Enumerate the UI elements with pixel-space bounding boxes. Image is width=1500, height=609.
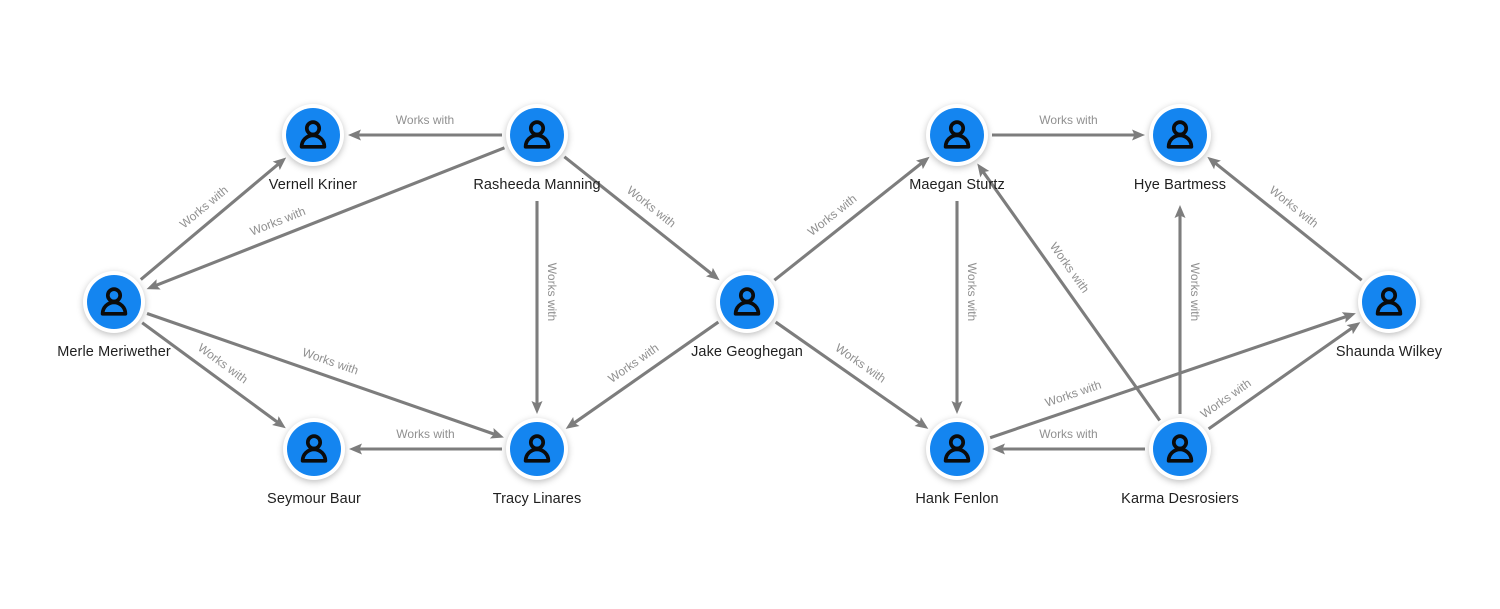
arrowhead-icon — [348, 129, 361, 141]
person-icon — [943, 120, 971, 149]
arrowhead-icon — [531, 401, 543, 414]
arrowhead-icon — [349, 443, 362, 455]
edge-label: Works with — [396, 427, 454, 441]
node-label-maegan: Maegan Sturtz — [909, 177, 1005, 193]
edge-label: Works with — [1039, 427, 1097, 441]
graph-node-tracy[interactable] — [506, 418, 568, 480]
person-avatar — [286, 108, 340, 162]
edge-label: Works with — [396, 113, 454, 127]
graph-node-shaunda[interactable] — [1358, 271, 1420, 333]
arrowhead-icon — [272, 416, 286, 429]
graph-node-rasheeda[interactable] — [506, 104, 568, 166]
graph-node-jake[interactable] — [716, 271, 778, 333]
edge-line[interactable] — [981, 170, 1161, 422]
person-icon — [1166, 434, 1194, 463]
edge-label: Works with — [1039, 113, 1097, 127]
graph-edge-rasheeda-tracy[interactable]: Works with — [531, 201, 560, 414]
person-icon — [523, 434, 551, 463]
edge-label: Works with — [1188, 263, 1202, 321]
arrowhead-icon — [1207, 156, 1221, 170]
arrowhead-icon — [272, 157, 287, 171]
arrowhead-icon — [1174, 205, 1186, 218]
arrowhead-icon — [1346, 322, 1361, 335]
person-avatar — [1153, 108, 1207, 162]
person-avatar — [510, 422, 564, 476]
graph-node-hank[interactable] — [926, 418, 988, 480]
node-label-hye: Hye Bartmess — [1133, 177, 1227, 193]
arrowhead-icon — [146, 279, 161, 290]
graph-edge-karma-hye[interactable]: Works with — [1174, 205, 1203, 414]
person-icon — [943, 434, 971, 463]
person-avatar — [930, 108, 984, 162]
edge-line[interactable] — [774, 320, 922, 425]
edge-line[interactable] — [773, 161, 923, 282]
graph-node-hye[interactable] — [1149, 104, 1211, 166]
edge-line[interactable] — [146, 312, 496, 436]
graph-node-seymour[interactable] — [283, 418, 345, 480]
graph-edge-maegan-hank[interactable]: Works with — [951, 201, 980, 414]
arrowhead-icon — [914, 416, 929, 429]
arrowhead-icon — [916, 156, 930, 170]
arrowhead-icon — [951, 401, 963, 414]
edge-line[interactable] — [1214, 161, 1363, 282]
node-label-vernell: Vernell Kriner — [268, 177, 358, 193]
person-icon — [100, 287, 128, 316]
graph-node-karma[interactable] — [1149, 418, 1211, 480]
person-avatar — [1153, 422, 1207, 476]
person-avatar — [87, 275, 141, 329]
person-avatar — [720, 275, 774, 329]
graph-edge-rasheeda-vernell[interactable]: Works with — [348, 113, 502, 141]
edge-line[interactable] — [989, 315, 1347, 440]
arrowhead-icon — [992, 443, 1005, 455]
edge-label: Works with — [965, 263, 979, 321]
node-label-merle: Merle Meriwether — [57, 344, 171, 360]
arrowhead-icon — [489, 428, 504, 439]
edge-line[interactable] — [155, 146, 506, 287]
arrowhead-icon — [706, 267, 720, 281]
person-icon — [733, 287, 761, 316]
graph-edge-karma-hank[interactable]: Works with — [992, 427, 1145, 455]
edge-line[interactable] — [572, 320, 720, 425]
person-icon — [523, 120, 551, 149]
edge-label: Works with — [545, 263, 559, 321]
graph-node-maegan[interactable] — [926, 104, 988, 166]
node-label-karma: Karma Desrosiers — [1121, 491, 1239, 507]
node-label-seymour: Seymour Baur — [267, 491, 361, 507]
node-label-shaunda: Shaunda Wilkey — [1335, 344, 1443, 360]
graph-node-vernell[interactable] — [282, 104, 344, 166]
arrowhead-icon — [1132, 129, 1145, 141]
graph-edge-tracy-seymour[interactable]: Works with — [349, 427, 502, 455]
graph-node-merle[interactable] — [83, 271, 145, 333]
person-avatar — [510, 108, 564, 162]
node-label-hank: Hank Fenlon — [915, 491, 999, 507]
arrowhead-icon — [977, 163, 990, 178]
edge-line[interactable] — [1207, 326, 1354, 431]
person-icon — [299, 120, 327, 149]
person-icon — [300, 434, 328, 463]
edge-line[interactable] — [141, 321, 279, 424]
person-icon — [1375, 287, 1403, 316]
node-label-jake: Jake Geoghegan — [691, 344, 803, 360]
person-avatar — [1362, 275, 1416, 329]
node-label-rasheeda: Rasheeda Manning — [473, 177, 601, 193]
arrowhead-icon — [1341, 312, 1356, 323]
edge-line[interactable] — [139, 162, 280, 281]
edge-line[interactable] — [563, 155, 713, 276]
person-avatar — [930, 422, 984, 476]
person-icon — [1166, 120, 1194, 149]
person-avatar — [287, 422, 341, 476]
arrowhead-icon — [565, 416, 580, 429]
node-label-tracy: Tracy Linares — [492, 491, 582, 507]
graph-edge-maegan-hye[interactable]: Works with — [992, 113, 1145, 141]
